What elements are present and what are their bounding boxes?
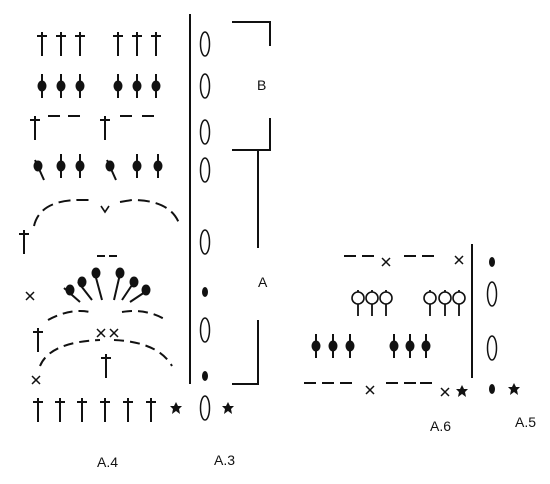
double-crochet-bobble-symbol xyxy=(344,333,356,359)
bracket-a xyxy=(232,150,259,385)
double-crochet-bobble-symbol xyxy=(150,73,162,99)
treble-crochet-symbol xyxy=(122,397,134,423)
a4-row-bobbles xyxy=(36,73,162,99)
chart-a6 xyxy=(304,255,468,397)
chain-ring-symbol xyxy=(199,157,211,183)
chain-ring-symbol xyxy=(486,335,498,361)
treble-crochet-symbol xyxy=(32,397,44,423)
treble-crochet-symbol xyxy=(76,397,88,423)
section-label-a: A xyxy=(258,274,268,290)
double-crochet-bobble-symbol xyxy=(327,333,339,359)
treble-crochet-symbol xyxy=(32,327,44,353)
double-crochet-bobble-symbol xyxy=(388,333,400,359)
double-crochet-bobble-symbol xyxy=(112,73,124,99)
start-star-symbol xyxy=(222,402,234,414)
a4-row-big-arch xyxy=(31,339,173,385)
a4-row-slanted-bobbles xyxy=(32,153,164,181)
treble-crochet-symbol xyxy=(145,397,157,423)
bracket-b xyxy=(232,21,271,151)
chain-ring-symbol xyxy=(199,73,211,99)
double-crochet-bobble-symbol xyxy=(131,153,143,179)
double-crochet-bobble-symbol xyxy=(152,153,164,179)
a4-row-arch-v xyxy=(18,198,181,255)
open-double-crochet-symbol xyxy=(452,289,466,317)
double-crochet-bobble-symbol xyxy=(55,73,67,99)
chain-ring-symbol xyxy=(199,31,211,57)
a4-row-trebles-chains xyxy=(29,115,154,141)
chart-label-a5: A.5 xyxy=(515,414,537,430)
chain-ring-symbol xyxy=(486,281,498,307)
chain-ring-symbol xyxy=(199,395,211,421)
start-star-symbol xyxy=(456,385,468,397)
single-crochet-symbol xyxy=(31,375,41,385)
treble-crochet-symbol xyxy=(54,397,66,423)
chart-label-a6: A.6 xyxy=(430,418,452,434)
open-double-crochet-symbol xyxy=(379,289,393,317)
open-double-crochet-symbol xyxy=(423,289,437,317)
double-crochet-bobble-symbol xyxy=(74,153,86,179)
treble-crochet-symbol xyxy=(150,31,162,57)
chart-label-a3: A.3 xyxy=(214,452,236,468)
treble-crochet-symbol xyxy=(99,115,111,141)
chain-ring-symbol xyxy=(199,229,211,255)
treble-crochet-symbol xyxy=(131,31,143,57)
double-crochet-bobble-symbol xyxy=(74,73,86,99)
single-crochet-symbol xyxy=(454,255,464,265)
treble-crochet-symbol xyxy=(18,229,30,255)
single-crochet-symbol xyxy=(96,328,106,338)
double-crochet-bobble-symbol xyxy=(420,333,432,359)
treble-crochet-symbol xyxy=(36,31,48,57)
open-double-crochet-symbol xyxy=(351,289,365,317)
chain-ring-symbol xyxy=(199,317,211,343)
chain-ring-symbol xyxy=(199,119,211,145)
single-crochet-symbol xyxy=(109,328,119,338)
double-crochet-bobble-symbol xyxy=(55,153,67,179)
section-label-b: B xyxy=(257,77,267,93)
double-crochet-bobble-symbol xyxy=(36,73,48,99)
open-double-crochet-symbol xyxy=(365,289,379,317)
treble-crochet-symbol xyxy=(55,31,67,57)
single-crochet-symbol xyxy=(440,387,450,397)
start-star-symbol xyxy=(508,383,520,395)
a4-row-trebles-bottom xyxy=(32,397,182,423)
double-crochet-symbol xyxy=(32,159,45,181)
double-crochet-bobble-symbol xyxy=(131,73,143,99)
treble-crochet-symbol xyxy=(29,115,41,141)
treble-crochet-symbol xyxy=(112,31,124,57)
chart-label-a4: A.4 xyxy=(97,454,119,470)
single-crochet-symbol xyxy=(381,257,391,267)
a4-row-small-arch xyxy=(32,310,167,353)
chart-a4 xyxy=(18,31,182,423)
treble-crochet-symbol xyxy=(99,397,111,423)
treble-crochet-symbol xyxy=(100,353,112,379)
double-crochet-bobble-symbol xyxy=(310,333,322,359)
double-crochet-symbol xyxy=(104,159,117,181)
single-crochet-symbol xyxy=(365,385,375,395)
a4-fan-bobbles xyxy=(63,267,151,303)
chart-a5 xyxy=(486,257,520,395)
chart-a3 xyxy=(199,31,234,421)
a4-row-trebles-top xyxy=(36,31,162,57)
start-star-symbol xyxy=(170,402,182,414)
double-crochet-bobble-symbol xyxy=(404,333,416,359)
treble-crochet-symbol xyxy=(74,31,86,57)
single-crochet-symbol xyxy=(25,291,35,301)
open-double-crochet-symbol xyxy=(438,289,452,317)
